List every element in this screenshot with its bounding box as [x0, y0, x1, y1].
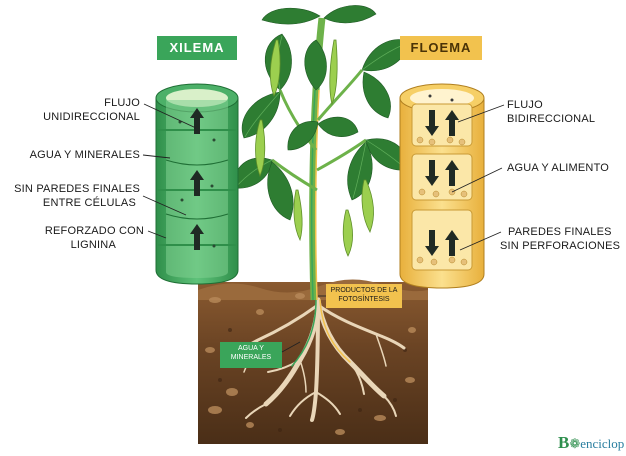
xylem-label-flow: FLUJO UNIDIRECCIONAL: [4, 96, 140, 124]
phloem-tube: [400, 84, 484, 288]
xylem-label-no-walls-2: ENTRE CÉLULAS: [4, 196, 136, 210]
phloem-label-food: AGUA Y ALIMENTO: [507, 161, 625, 175]
bioenciclopedia-logo: B❁enciclop: [558, 433, 624, 453]
logo-initial: B: [558, 433, 569, 452]
phloem-header: FLOEMA: [400, 36, 482, 60]
logo-leaf-icon: ❁: [569, 436, 580, 451]
water-tag-line1: AGUA Y: [223, 344, 279, 353]
xylem-label-no-walls-1: SIN PAREDES FINALES: [4, 182, 140, 196]
water-tag: AGUA Y MINERALES: [220, 342, 282, 368]
photosynthesis-tag-line1: PRODUCTOS DE LA: [329, 286, 399, 295]
xylem-label-water: AGUA Y MINERALES: [4, 148, 140, 162]
xylem-tube: [156, 84, 238, 284]
xylem-label-lignin-1: REFORZADO CON: [4, 224, 144, 238]
photosynthesis-tag-line2: FOTOSÍNTESIS: [329, 295, 399, 304]
phloem-label-flow: FLUJO BIDIRECCIONAL: [507, 98, 625, 126]
logo-text: enciclop: [580, 436, 624, 451]
photosynthesis-tag: PRODUCTOS DE LA FOTOSÍNTESIS: [326, 284, 402, 308]
water-tag-line2: MINERALES: [223, 353, 279, 362]
xylem-header: XILEMA: [157, 36, 237, 60]
phloem-label-walls-2: SIN PERFORACIONES: [500, 239, 624, 253]
xylem-label-lignin-2: LIGNINA: [4, 238, 116, 252]
phloem-label-walls-1: PAREDES FINALES: [508, 225, 626, 239]
